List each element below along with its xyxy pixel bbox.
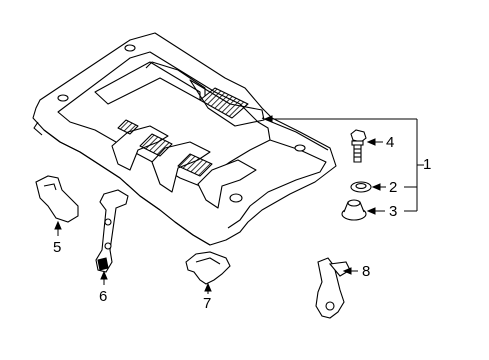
callout-2: 2 (389, 179, 398, 196)
callout-1: 1 (423, 156, 432, 173)
clip (315, 257, 351, 319)
callout-6: 6 (99, 288, 108, 305)
callout-3: 3 (389, 203, 398, 220)
bracket (95, 189, 129, 273)
callout-2-leader (371, 183, 417, 191)
callout-6-leader (100, 270, 108, 285)
callout-5-leader (54, 220, 62, 236)
washer (350, 181, 372, 193)
callout-7-leader (204, 282, 212, 294)
callout-4: 4 (386, 134, 395, 151)
callout-8: 8 (362, 263, 371, 280)
callout-7: 7 (203, 295, 212, 312)
callout-1-leader (263, 115, 424, 211)
insulator (35, 175, 79, 223)
grommet (341, 199, 367, 221)
callout-3-leader (366, 207, 417, 215)
callout-5: 5 (53, 239, 62, 256)
pad (185, 251, 231, 285)
engine-cover (32, 32, 337, 246)
callout-8-leader (342, 267, 358, 275)
bolt (350, 129, 367, 163)
callout-4-leader (366, 138, 383, 146)
